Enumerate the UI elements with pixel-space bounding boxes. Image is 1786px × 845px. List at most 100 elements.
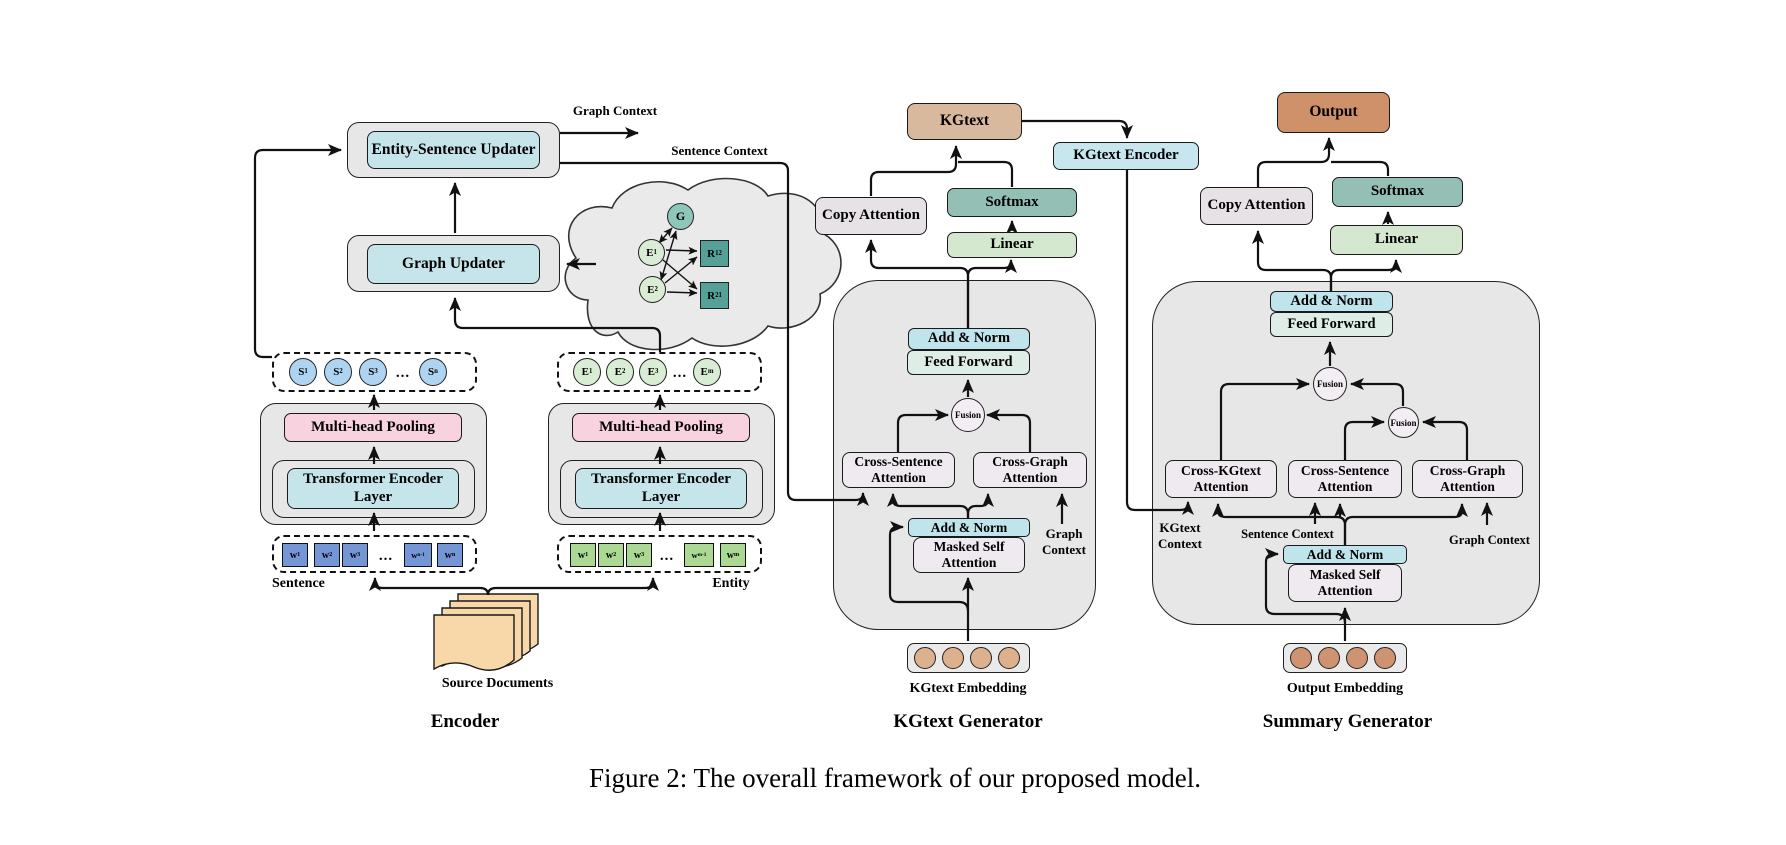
kgtext-generator-title: KGtext Generator [893, 711, 1043, 732]
arrow-merge-to-kgtext [869, 145, 962, 196]
arrow-crossgraph-to-fusion2 [1422, 416, 1469, 460]
arrow-kgtext-to-encoder [1022, 119, 1133, 139]
cross-graph-attention-left: Cross-Graph Attention [973, 452, 1087, 488]
fusion2-circle-right: Fusion [1388, 407, 1419, 438]
kgtext-context-label: KGtext Context [1157, 520, 1203, 552]
figure-caption: Figure 2: The overall framework of our p… [588, 763, 1202, 793]
sn-label: S [428, 366, 435, 378]
e2-label: E [614, 366, 622, 378]
arrow-e2-r21 [666, 288, 698, 297]
source-documents-label: Source Documents [441, 676, 554, 691]
g-node: G [667, 203, 694, 230]
arrow-fan-right-r [1343, 503, 1468, 545]
arrow-crosssent-to-fusion2 [1343, 416, 1385, 460]
sentence-transformer-box: Transformer Encoder Layer [287, 468, 459, 509]
e-nodes-ellipsis: ... [672, 365, 688, 381]
masked-self-attention-right: Masked Self Attention [1288, 564, 1402, 602]
line-sentence-context [560, 161, 869, 506]
arrow-crossgraph-to-fusion-l [986, 409, 1032, 452]
arrow-addnorm-to-copy-r [1252, 230, 1333, 291]
add-norm-top-right: Add & Norm [1270, 291, 1393, 312]
add-norm-bottom-left: Add & Norm [908, 518, 1030, 537]
arrow-snodes-to-updater [253, 144, 342, 359]
softmax-box-right: Softmax [1332, 177, 1463, 207]
kg-embed-dot-4 [998, 647, 1020, 669]
arrow-docs-to-sentence [369, 577, 490, 596]
add-norm-top-left: Add & Norm [908, 328, 1030, 350]
entity-nodes-box [557, 352, 762, 392]
kgtext-encoder-box: KGtext Encoder [1053, 142, 1199, 170]
s-words-ellipsis: ... [378, 548, 394, 564]
fusion-circle-left: Fusion [951, 398, 985, 432]
arrow-e2-g [659, 230, 678, 281]
sentence-words-box [272, 535, 477, 573]
arrow-crosssent-to-fusion-l [896, 409, 949, 452]
encoder-title: Encoder [430, 711, 500, 732]
sentence-transformer-label: Transformer Encoder Layer [303, 470, 443, 505]
sentence-pooling-box: Multi-head Pooling [284, 413, 462, 442]
add-norm-bottom-right: Add & Norm [1283, 545, 1407, 564]
entity-group-label: Entity [712, 576, 750, 591]
arrow-e1-r21 [662, 259, 698, 290]
sentence-nodes-box [272, 352, 477, 392]
copy-attention-box-left: Copy Attention [815, 197, 927, 235]
linear-box-right: Linear [1330, 225, 1463, 255]
sentence-context-label-top: Sentence Context [671, 143, 768, 158]
e3-label: E [647, 366, 655, 378]
entity-sentence-updater-box: Entity-Sentence Updater [367, 131, 540, 169]
cross-kgtext-attention: Cross-KGtext Attention [1165, 460, 1277, 498]
e1-label: E [581, 366, 589, 378]
arrow-enodes-to-graph-updater [449, 297, 662, 352]
s-nodes-ellipsis: ... [395, 365, 411, 381]
fusion1-circle-right: Fusion [1313, 367, 1347, 401]
arrow-docs-to-entity [486, 577, 659, 596]
source-documents-icon [433, 593, 539, 671]
line-kgtext-encoder-down [1125, 170, 1194, 515]
arrow-fusion2-to-fusion1 [1350, 378, 1405, 406]
cross-sentence-attention-left: Cross-Sentence Attention [842, 452, 955, 488]
s1-label: S [298, 366, 305, 378]
sentence-context-label-sg: Sentence Context [1241, 527, 1334, 541]
feed-forward-left: Feed Forward [907, 350, 1030, 375]
line-softmax-merge-l [958, 160, 1014, 187]
output-result-box: Output [1277, 92, 1390, 133]
kg-embed-dot-1 [914, 647, 936, 669]
graph-context-label-sg: Graph Context [1449, 533, 1530, 547]
graph-updater-label: Graph Updater [402, 254, 505, 272]
cross-graph-attention-right: Cross-Graph Attention [1412, 460, 1523, 498]
masked-self-attention-left: Masked Self Attention [913, 537, 1025, 573]
kgtext-result-box: KGtext [907, 103, 1022, 140]
out-embed-dot-3 [1346, 647, 1368, 669]
line-softmax-merge-r [1331, 160, 1390, 176]
sentence-group-label: Sentence [272, 576, 325, 591]
graph-updater-box: Graph Updater [367, 244, 540, 284]
feed-forward-right: Feed Forward [1270, 312, 1393, 337]
entity-words-box [557, 535, 762, 573]
summary-generator-title: Summary Generator [1262, 711, 1433, 732]
kg-embed-dot-2 [942, 647, 964, 669]
linear-box-left: Linear [947, 232, 1077, 258]
out-embed-dot-2 [1318, 647, 1340, 669]
out-embed-dot-4 [1374, 647, 1396, 669]
entity-pooling-box: Multi-head Pooling [572, 413, 750, 442]
graph-context-label-top: Graph Context [572, 103, 658, 118]
